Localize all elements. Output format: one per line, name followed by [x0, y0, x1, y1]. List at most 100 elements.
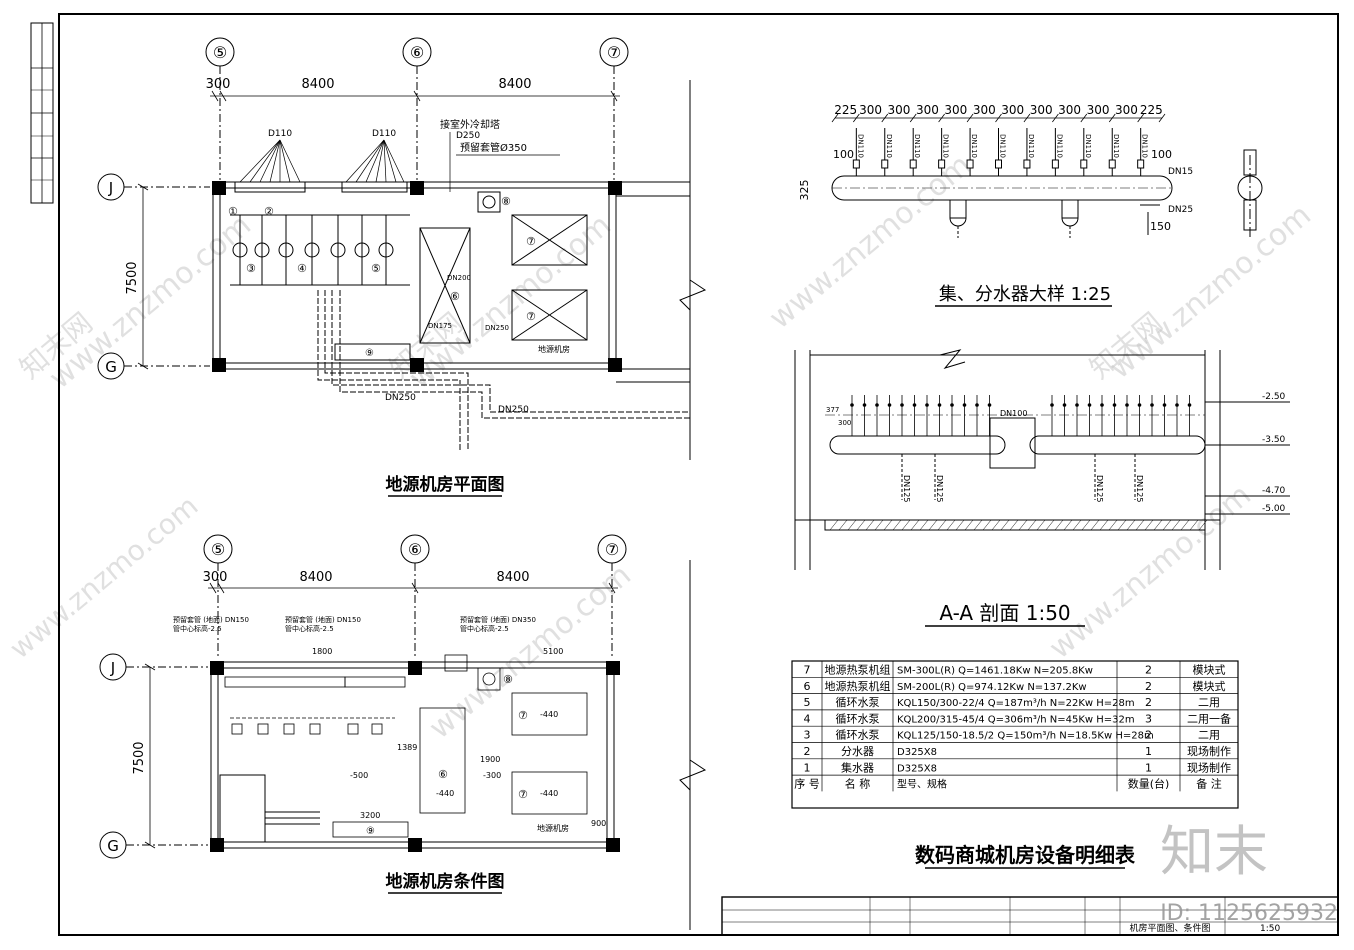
dim-tick	[938, 113, 945, 123]
label-n7: ⑦	[518, 709, 528, 722]
dim-tick	[1108, 113, 1116, 123]
table-cell: 2	[1145, 680, 1152, 693]
table-header-cell: 名 称	[845, 777, 871, 791]
hatch-line	[874, 519, 884, 531]
label-n7: ⑦	[526, 235, 536, 248]
hatch-line	[973, 519, 983, 531]
label-dn250: DN250	[485, 324, 509, 332]
hatch-line	[1054, 519, 1064, 531]
label-d250: D250	[456, 131, 480, 141]
valve	[995, 159, 1002, 169]
dim-tick	[831, 113, 839, 123]
axis-6-top: ⑥	[402, 37, 432, 180]
valve	[887, 403, 892, 407]
pipe-label: DN110	[1141, 134, 1149, 158]
dim-325: 325	[798, 180, 811, 201]
table-header-cell: 备 注	[1196, 777, 1222, 791]
label-d110: D110	[268, 129, 292, 139]
table-cell: D325X8	[897, 763, 937, 774]
brand-watermark: 知末	[1160, 820, 1268, 883]
manifold-title: 集、分水器大样 1:25	[939, 284, 1111, 305]
dim-label: 300	[1001, 103, 1024, 117]
dim-8400: 8400	[496, 570, 529, 585]
label-sleeve: 预留套管 (地面) DN350	[460, 615, 536, 624]
axis-label: J	[108, 179, 113, 197]
table-cell: 2	[804, 745, 811, 758]
drawing-scale: 1:50	[1260, 924, 1280, 934]
watermark: www.znzmo.com	[403, 208, 618, 397]
label-n6: ⑥	[438, 768, 448, 781]
table-cell: 7	[804, 664, 811, 677]
table-cell: 模块式	[1193, 664, 1226, 677]
table-cell: 分水器	[841, 745, 874, 758]
axis-label: G	[107, 837, 119, 855]
hatch-line	[1018, 519, 1028, 531]
dim-tick	[909, 113, 917, 123]
valve	[875, 403, 879, 407]
hatch-line	[892, 519, 902, 531]
dim-1800: 1800	[312, 647, 332, 656]
dim-1389: 1389	[397, 743, 417, 752]
hatch-line	[1180, 519, 1190, 531]
hatch-line	[1171, 519, 1181, 531]
label-n8: ⑧	[503, 673, 513, 686]
hatch-line	[1000, 519, 1010, 531]
label-n3: ③	[246, 262, 256, 275]
table-cell: D325X8	[897, 747, 937, 758]
table-header-cell: 型号、规格	[897, 778, 947, 791]
valve	[1162, 403, 1167, 407]
valve	[881, 159, 889, 169]
dim-tick	[1158, 113, 1166, 123]
table-cell: 6	[804, 680, 811, 693]
hatch-line	[838, 519, 848, 531]
label-tower: 接室外冷却塔	[440, 118, 500, 131]
hatch-line	[946, 519, 956, 531]
dim-tick	[881, 113, 889, 123]
hatch-line	[1045, 519, 1055, 531]
valve	[1108, 159, 1116, 169]
label-n9: ⑨	[365, 348, 374, 359]
pipe-label: DN110	[885, 134, 893, 158]
plan-top: ⑤ ⑥ ⑦ J G 300	[97, 37, 707, 497]
dim-1900: 1900	[480, 755, 500, 764]
valve	[900, 403, 904, 407]
label-n9: ⑨	[366, 826, 375, 837]
hatch-line	[1135, 519, 1145, 531]
dim-100: 100	[1151, 148, 1172, 161]
valve	[1051, 159, 1059, 169]
hatch-line	[1081, 519, 1091, 531]
valve	[975, 403, 979, 407]
table-cell: 二用	[1198, 729, 1220, 742]
hatch-line	[1009, 519, 1019, 531]
sheet-frame	[30, 13, 1339, 936]
table-cell: 现场制作	[1187, 760, 1231, 774]
hatch-line	[1099, 519, 1109, 531]
label-dn175: DN175	[428, 322, 452, 330]
pipe-label: DN110	[1027, 134, 1035, 158]
dim-300: 300	[206, 77, 231, 92]
hatch-line	[1027, 519, 1037, 531]
label-n5: ⑤	[371, 262, 381, 275]
hatch-line	[865, 519, 875, 531]
table-cell: 3	[1145, 712, 1152, 725]
table-header-cell: 数量(台)	[1128, 777, 1170, 791]
hatch-line	[982, 519, 992, 531]
table-cell: 1	[1145, 745, 1152, 758]
dim-tick	[1023, 113, 1031, 123]
axis-label: ⑦	[605, 540, 619, 559]
watermark: www.znzmo.com	[1043, 478, 1258, 667]
level-label: -5.00	[1262, 504, 1286, 514]
valve	[1050, 403, 1054, 407]
hatch-line	[955, 519, 965, 531]
valve	[1062, 403, 1067, 407]
hatch-line	[964, 519, 974, 531]
dim-label: 300	[859, 103, 882, 117]
dim-7500: 7500	[132, 741, 147, 774]
label-sleeve: 预留套管 (地面) DN150	[173, 615, 249, 624]
valve	[950, 403, 954, 407]
valve	[962, 403, 967, 407]
label-sleeve: 预留套管 (地面) DN150	[285, 615, 361, 624]
